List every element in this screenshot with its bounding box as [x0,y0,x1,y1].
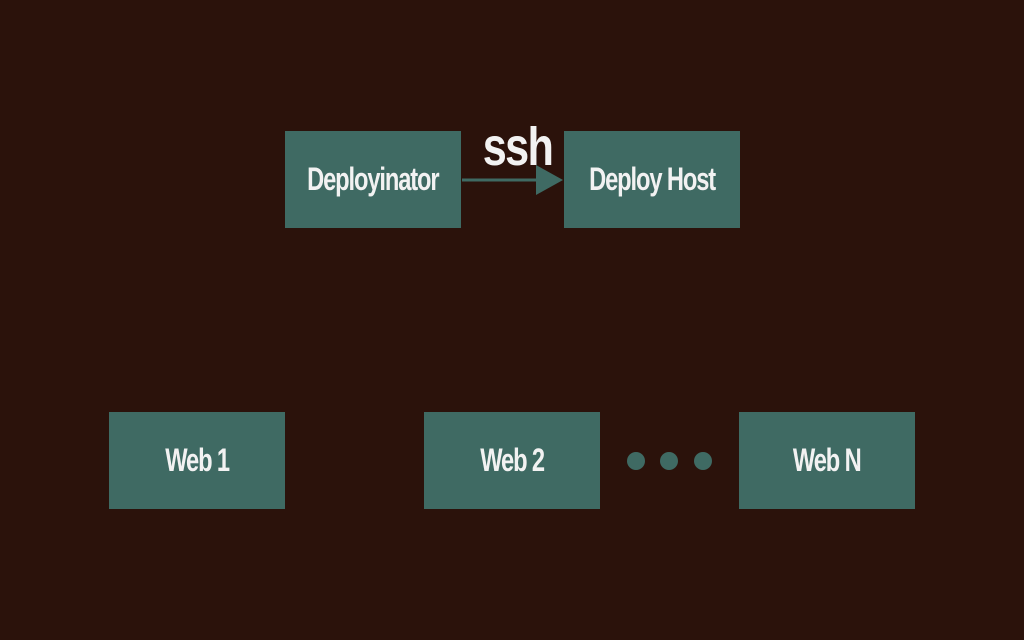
ellipsis-dot [694,452,712,470]
deploy-host-node: Deploy Host [564,131,740,228]
web-2-node: Web 2 [424,412,600,509]
web-1-node: Web 1 [109,412,285,509]
deployinator-node: Deployinator [285,131,461,228]
web-1-label: Web 1 [165,442,230,478]
deploy-host-label: Deploy Host [589,161,716,197]
ellipsis-dot [627,452,645,470]
ellipsis-dot [660,452,678,470]
web-n-node: Web N [739,412,915,509]
web-2-label: Web 2 [480,442,545,478]
ssh-label-text: ssh [482,117,554,177]
ssh-edge-label: ssh [474,117,554,177]
web-n-label: Web N [793,442,862,478]
deployinator-label: Deployinator [307,161,440,197]
